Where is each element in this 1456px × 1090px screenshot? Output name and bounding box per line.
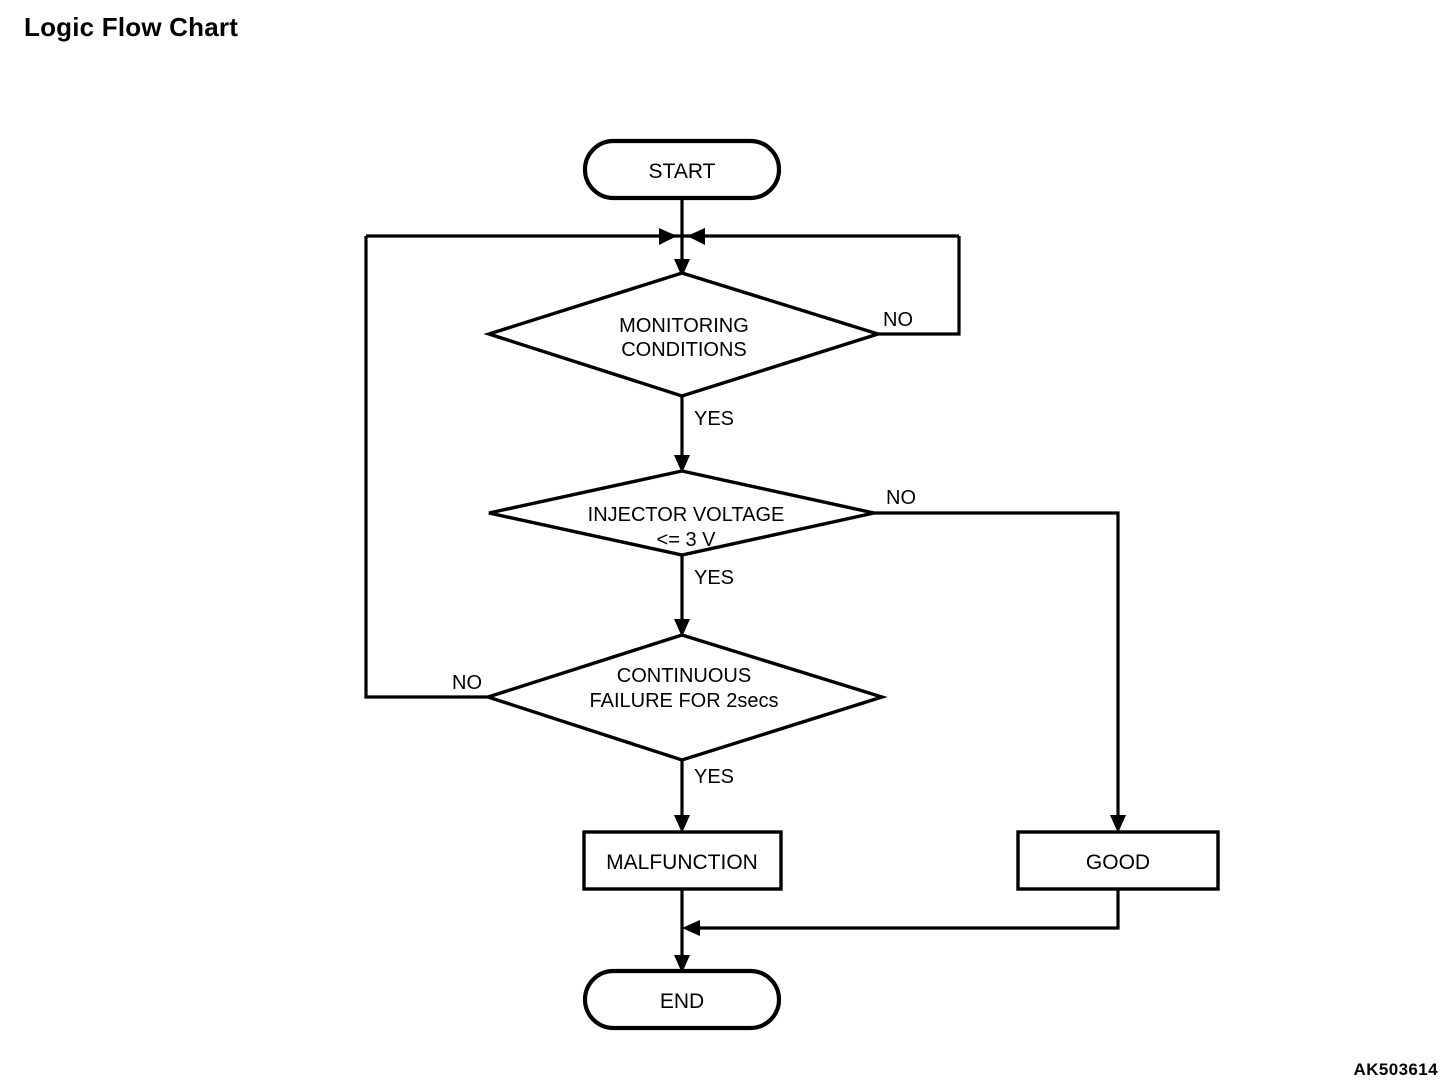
- node-malfunction[interactable]: MALFUNCTION: [582, 830, 783, 891]
- continuous-failure-shape: [482, 633, 888, 762]
- node-injector-voltage[interactable]: INJECTOR VOLTAGE <= 3 V: [488, 469, 875, 557]
- monitoring-conditions-shape: [483, 271, 884, 398]
- good-label: GOOD: [1086, 851, 1150, 874]
- edge-label-monitoring-yes: YES: [694, 408, 734, 430]
- edge-label-continuous-no: NO: [452, 672, 482, 694]
- connector-injector-no: [874, 511, 1120, 828]
- malfunction-label: MALFUNCTION: [606, 851, 758, 874]
- arrowhead-into-monitoring: [674, 259, 690, 277]
- monitoring-conditions-label-line2: CONDITIONS: [621, 339, 747, 361]
- arrowhead-junction-from-right: [687, 228, 705, 245]
- node-start[interactable]: START: [582, 138, 782, 201]
- continuous-failure-label-line1: CONTINUOUS: [617, 665, 751, 687]
- node-end[interactable]: END: [582, 968, 782, 1031]
- arrowhead-into-injector: [674, 455, 690, 473]
- arrowhead-into-malfunction: [674, 815, 690, 833]
- edge-label-continuous-yes: YES: [694, 766, 734, 788]
- edge-label-monitoring-no: NO: [883, 309, 913, 331]
- edge-label-injector-yes: YES: [694, 567, 734, 589]
- injector-voltage-shape: [488, 469, 875, 557]
- malfunction-shape: [582, 830, 783, 891]
- connector-continuous-no-loop: [364, 236, 488, 699]
- arrowhead-into-good: [1110, 815, 1126, 833]
- node-good[interactable]: GOOD: [1016, 830, 1220, 891]
- arrowhead-good-merge: [682, 920, 700, 936]
- node-continuous-failure[interactable]: CONTINUOUS FAILURE FOR 2secs: [482, 633, 888, 762]
- end-label: END: [660, 990, 704, 1013]
- page-title: Logic Flow Chart: [24, 12, 239, 42]
- connector-monitoring-no-loop: [878, 236, 961, 336]
- node-monitoring-conditions[interactable]: MONITORING CONDITIONS: [483, 271, 884, 398]
- good-shape: [1016, 830, 1220, 891]
- edge-label-injector-no: NO: [886, 487, 916, 509]
- injector-voltage-label-line1: INJECTOR VOLTAGE: [588, 504, 785, 526]
- connector-good-to-end: [687, 888, 1120, 930]
- end-shape: [582, 968, 782, 1031]
- injector-voltage-label-line2: <= 3 V: [657, 529, 717, 551]
- start-shape: [582, 138, 782, 201]
- monitoring-conditions-label-line1: MONITORING: [619, 315, 749, 337]
- arrowhead-into-continuous: [674, 619, 690, 637]
- start-label: START: [649, 160, 716, 183]
- continuous-failure-label-line2: FAILURE FOR 2secs: [590, 690, 779, 712]
- arrowhead-junction-from-left: [659, 228, 677, 245]
- figure-code-label: AK503614: [1353, 1060, 1438, 1079]
- arrowhead-into-end: [674, 955, 690, 973]
